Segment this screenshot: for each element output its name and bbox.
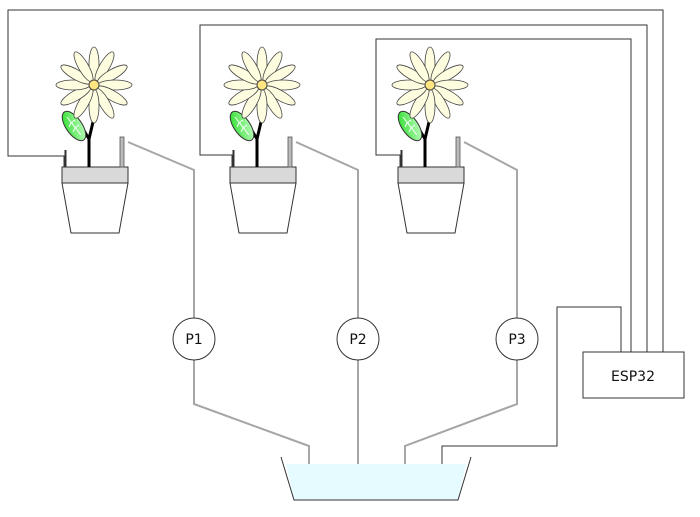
pump-p2-label: P2	[349, 332, 366, 348]
wire-sensor-2	[199, 24, 648, 352]
wire-sensor-3	[375, 38, 632, 352]
wire-pumps-1	[441, 306, 622, 490]
plant-pot-3	[392, 47, 468, 233]
pump-p3-label: P3	[508, 332, 525, 348]
pump-p1-label: P1	[185, 332, 202, 348]
plant-pot-2	[224, 47, 300, 233]
signal-wires	[7, 9, 664, 490]
pump-p3: P3	[495, 317, 539, 361]
pump-p1: P1	[172, 317, 216, 361]
wire-sensor-1	[7, 9, 664, 352]
pump-p2: P2	[336, 317, 380, 361]
water-reservoir	[280, 456, 472, 501]
esp32-label: ESP32	[611, 369, 655, 385]
plant-pot-1	[56, 47, 132, 233]
hose-1	[127, 141, 195, 318]
esp32-controller: ESP32	[582, 351, 685, 399]
hose-2	[295, 141, 359, 318]
hose-3	[463, 141, 518, 318]
